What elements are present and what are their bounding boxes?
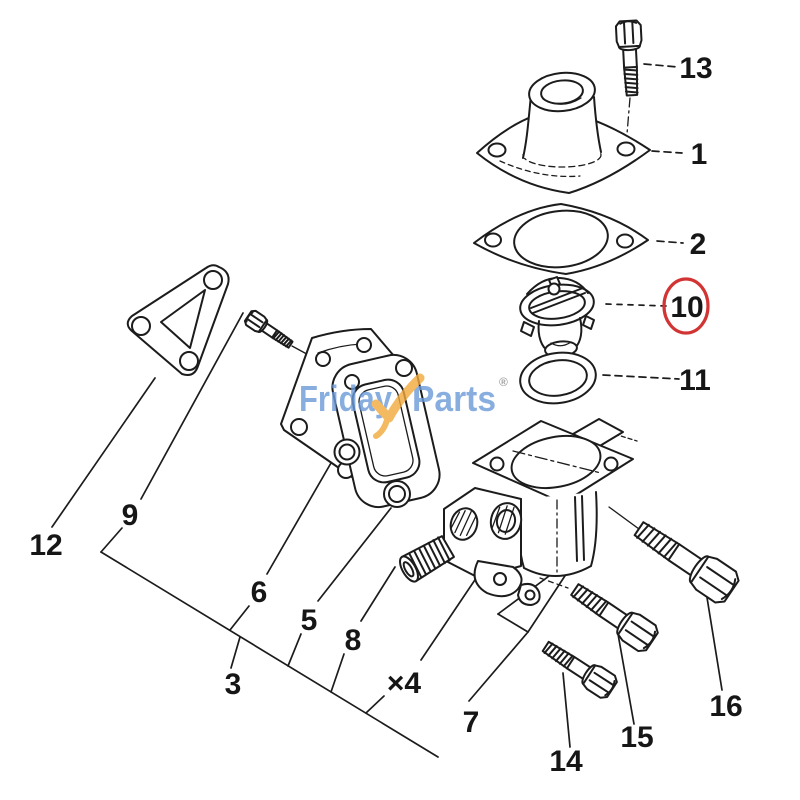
part-10-thermostat [519, 276, 595, 358]
label-6: 6 [251, 576, 268, 609]
label-9: 9 [122, 499, 139, 532]
part-11-o-ring [519, 351, 597, 405]
label-x4: ×4 [387, 667, 422, 700]
label-11: 11 [679, 364, 711, 397]
part-1-water-outlet [476, 71, 651, 194]
label-15: 15 [620, 721, 653, 754]
part-16-bolt [627, 512, 744, 608]
watermark: Friday Parts ® [299, 373, 508, 439]
part-8-plug [399, 535, 455, 583]
label-1: 1 [691, 138, 708, 171]
label-5: 5 [301, 604, 318, 637]
part-5-gasket [331, 353, 441, 509]
part-3-housing-body [443, 418, 634, 606]
part-15-bolt [565, 575, 662, 656]
label-3: 3 [225, 668, 242, 701]
label-14: 14 [549, 745, 583, 778]
part-12-gasket-triangular [126, 264, 230, 376]
part-13-bolt [614, 19, 646, 97]
label-2: 2 [690, 228, 707, 261]
part-labels: 13 1 2 10 11 12 9 6 5 3 8 ×4 7 14 15 16 [29, 52, 742, 778]
label-7: 7 [463, 706, 480, 739]
watermark-check-tail [373, 417, 390, 439]
label-12: 12 [29, 529, 62, 562]
label-16: 16 [709, 690, 742, 723]
label-13: 13 [679, 52, 712, 85]
watermark-text-left: Friday [299, 378, 392, 419]
part-14-bolt [537, 634, 621, 702]
label-8: 8 [345, 624, 362, 657]
highlight-circle [662, 277, 710, 335]
part-9-bolt [242, 308, 296, 353]
watermark-text-right: Parts [412, 378, 496, 419]
label-10: 10 [670, 291, 703, 324]
registered-trademark-icon: ® [499, 375, 508, 389]
part-2-gasket [473, 203, 649, 275]
